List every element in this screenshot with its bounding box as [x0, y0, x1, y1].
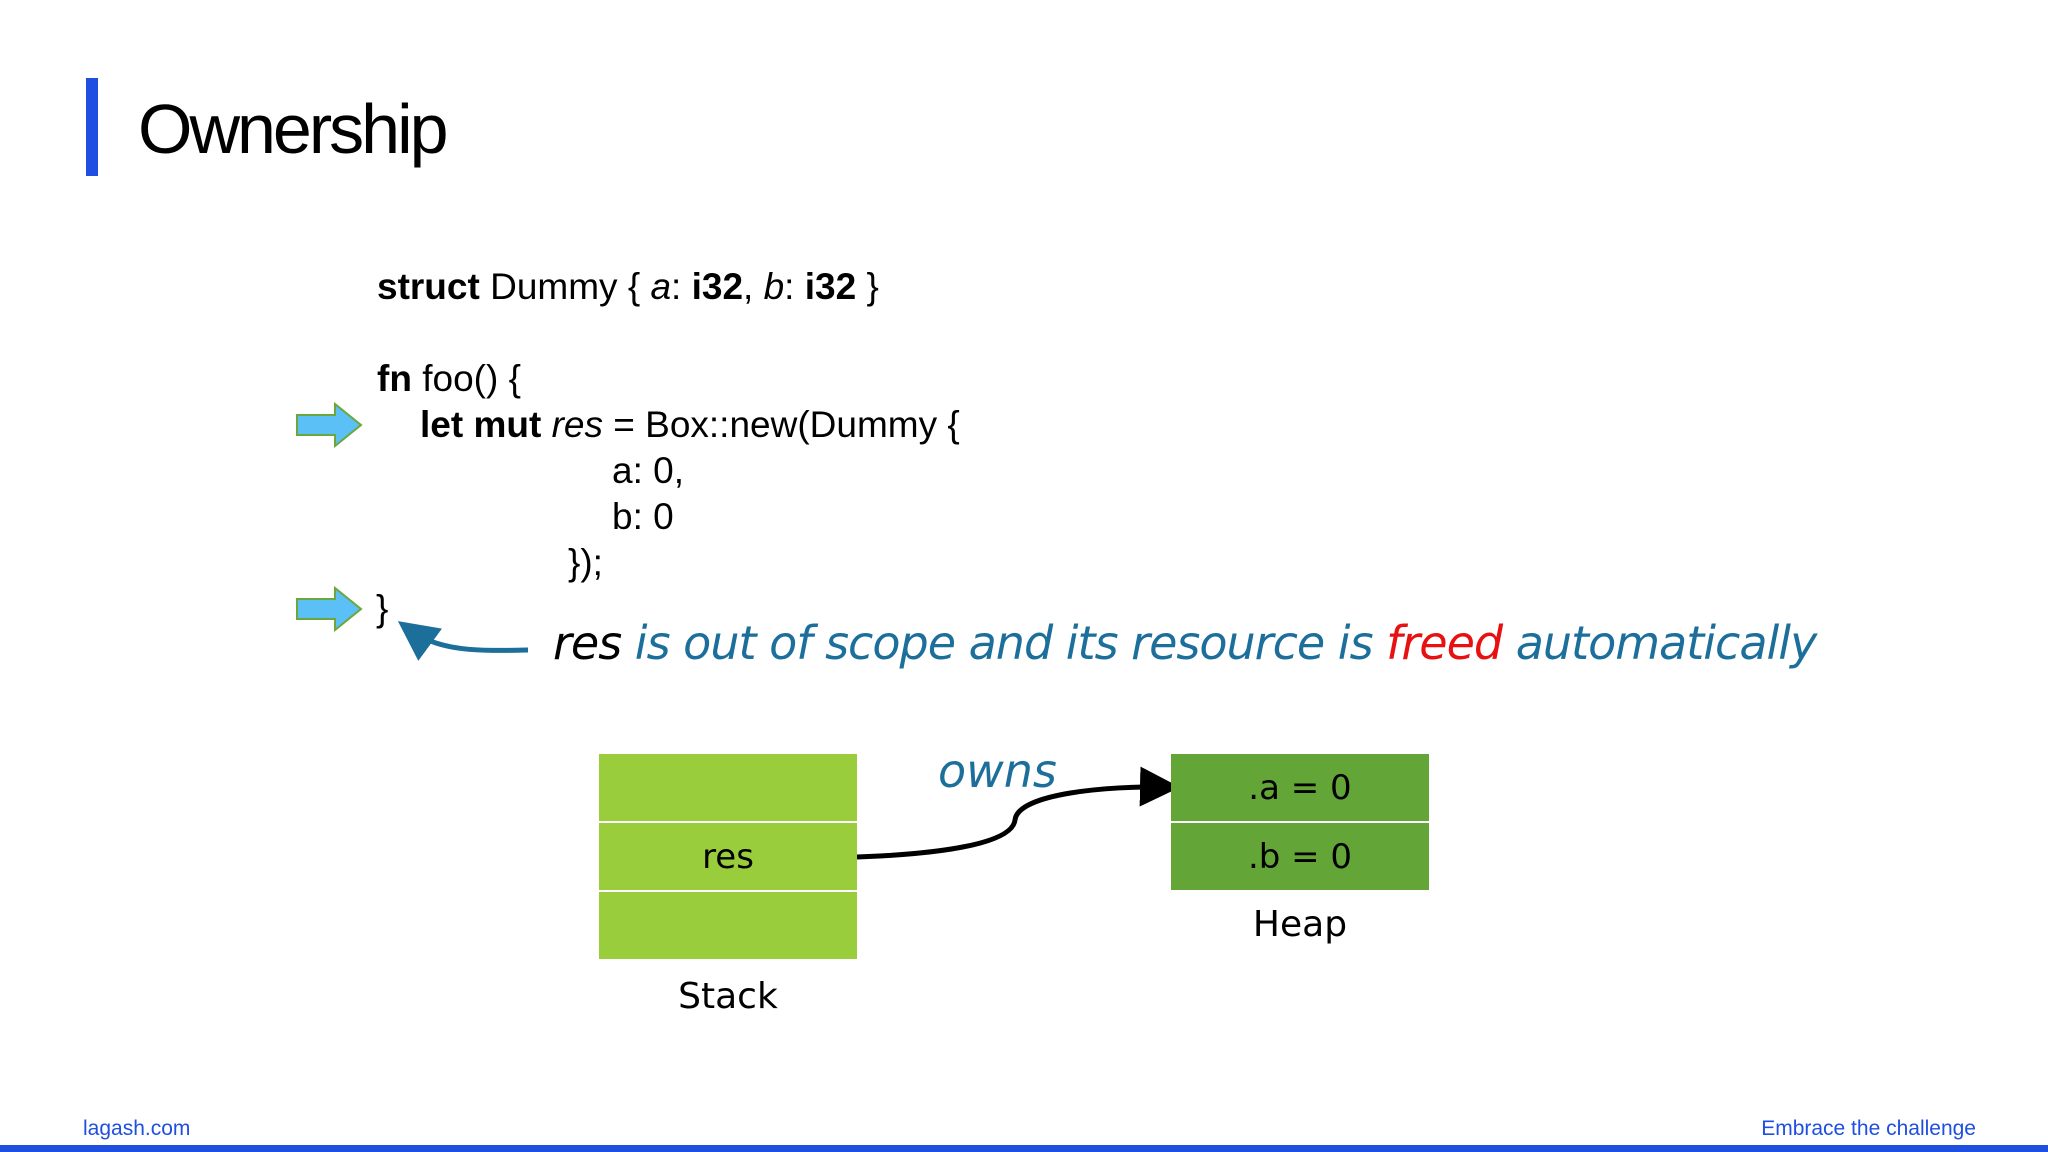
title-accent-bar: [86, 78, 98, 176]
keyword-let-mut: let mut: [420, 404, 542, 445]
footer-bar: [0, 1145, 2048, 1152]
heap-cell-b: .b = 0: [1171, 823, 1429, 890]
colon-1: :: [671, 266, 692, 307]
type-i32-1: i32: [691, 266, 744, 307]
code-line-close-fn: }: [376, 588, 389, 629]
stack-cell-top: [599, 754, 857, 821]
stack-label: Stack: [678, 976, 778, 1017]
annotation-part1: is out of scope and its resource is: [621, 616, 1387, 670]
field-b: b: [763, 266, 785, 307]
stack-cell-res: res: [599, 823, 857, 890]
code-line-init-a: a: 0,: [612, 450, 684, 491]
struct-name: Dummy {: [479, 266, 651, 307]
var-res: res: [551, 404, 603, 445]
footer-site-link[interactable]: lagash.com: [83, 1117, 191, 1140]
keyword-fn: fn: [377, 358, 412, 399]
scope-annotation: res is out of scope and its resource is …: [553, 620, 1817, 666]
box-new: = Box::new(Dummy {: [602, 404, 960, 445]
code-line-close-init: });: [568, 542, 603, 583]
colon-2: :: [784, 266, 805, 307]
field-a: a: [650, 266, 672, 307]
heap-label: Heap: [1252, 904, 1348, 945]
code-line-fn: fn foo() {: [377, 360, 521, 397]
heap-cell-a: .a = 0: [1171, 754, 1429, 821]
annotation-var: res: [553, 616, 622, 670]
footer-tagline: Embrace the challenge: [1761, 1117, 1976, 1140]
annotation-freed: freed: [1386, 616, 1503, 670]
code-line-let: let mut res = Box::new(Dummy {: [420, 406, 960, 443]
current-line-pointer-icon: [296, 402, 363, 448]
annotation-part2: automatically: [1502, 616, 1818, 670]
owns-label: owns: [938, 744, 1057, 798]
stack-cell-bottom: [599, 892, 857, 959]
scope-end-pointer-icon: [296, 586, 363, 632]
slide-title: Ownership: [138, 90, 449, 168]
comma-1: ,: [743, 266, 764, 307]
keyword-struct: struct: [377, 266, 480, 307]
code-line-struct: struct Dummy { a: i32, b: i32 }: [377, 268, 879, 305]
owns-arrow: [856, 766, 1180, 860]
fn-signature: foo() {: [411, 358, 521, 399]
scope-annotation-arrow: [397, 621, 529, 661]
code-line-init-b: b: 0: [612, 496, 674, 537]
type-i32-2: i32: [804, 266, 857, 307]
struct-close: }: [856, 266, 879, 307]
